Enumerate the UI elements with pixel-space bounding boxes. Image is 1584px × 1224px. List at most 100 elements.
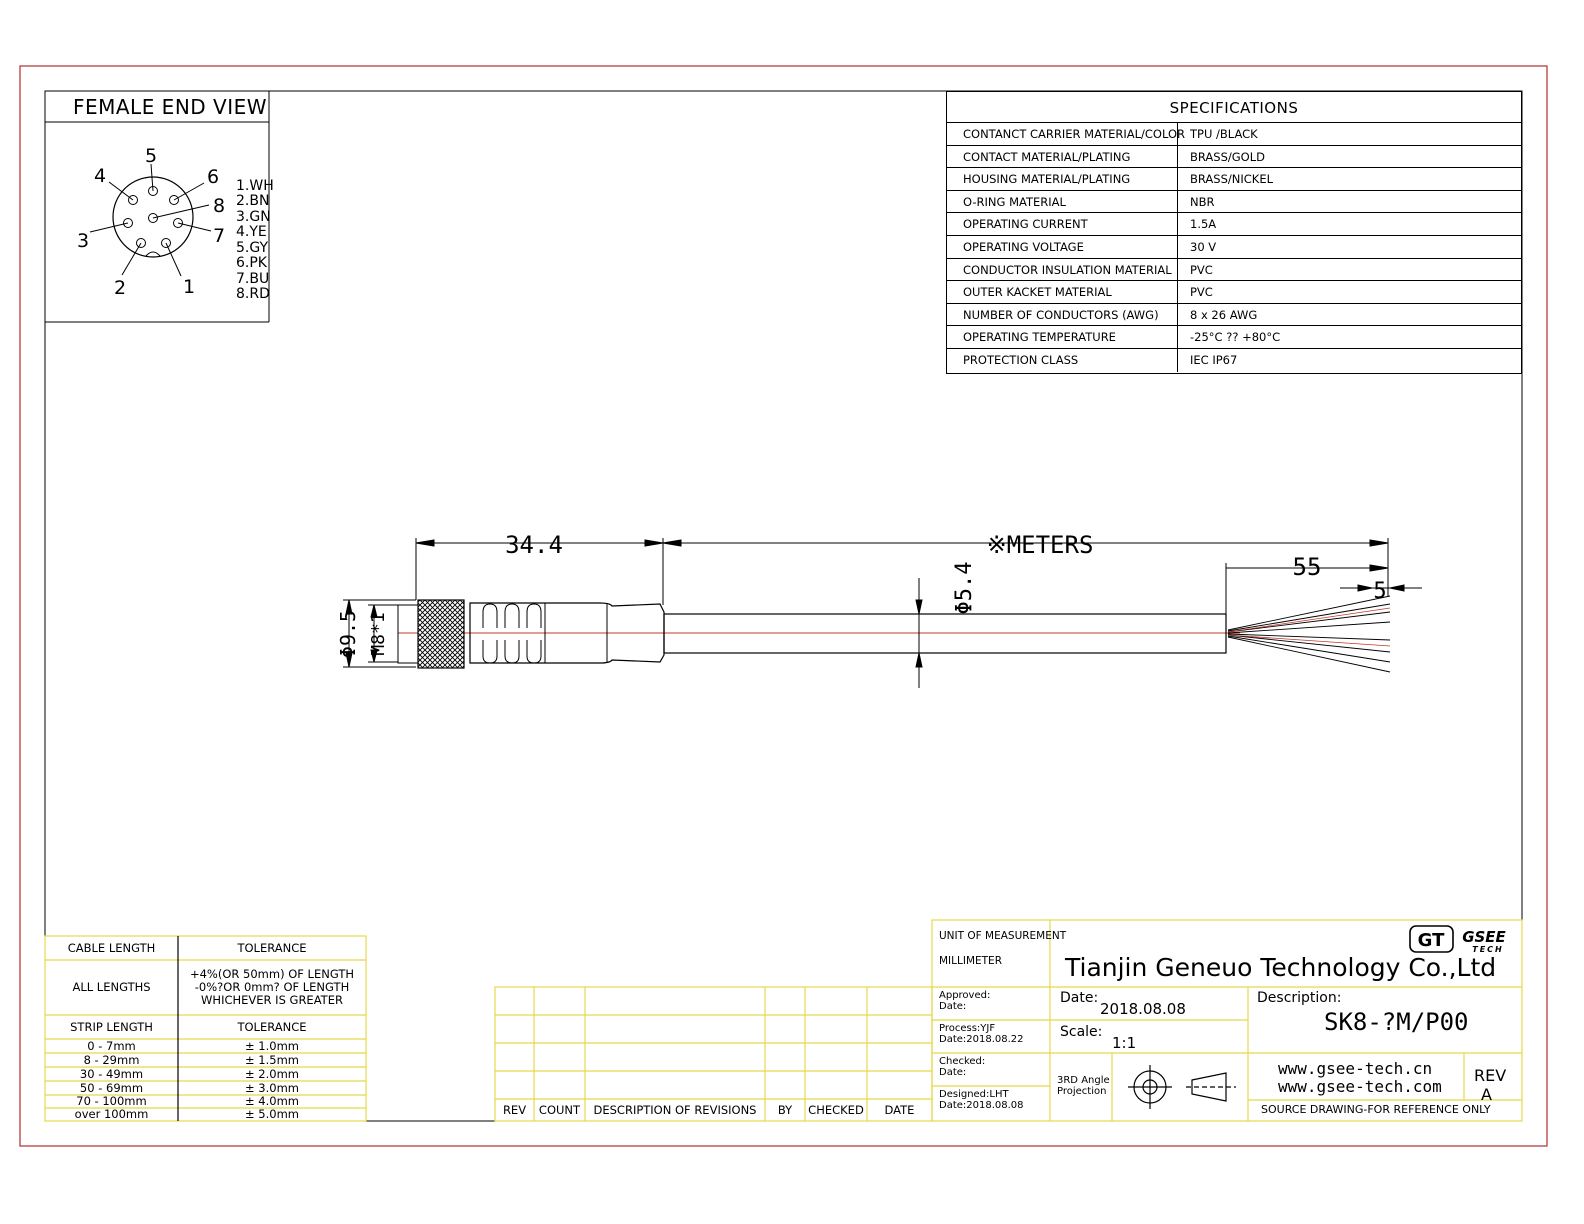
dim-connector-length: 34.4 bbox=[505, 531, 563, 559]
designed-label: Designed:LHT bbox=[939, 1089, 1009, 1100]
tolerance-table: CABLE LENGTH TOLERANCE ALL LENGTHS +4%(O… bbox=[45, 936, 366, 1121]
spec-value: TPU /BLACK bbox=[1190, 127, 1258, 141]
wire-color-3: 3.GN bbox=[236, 209, 271, 225]
wire-color-1: 1.WH bbox=[236, 178, 274, 194]
all-lengths-tol-line: +4%(OR 50mm) OF LENGTH bbox=[189, 967, 354, 981]
count-col-header: COUNT bbox=[538, 1102, 581, 1117]
rev-col-header: REV bbox=[502, 1102, 527, 1117]
rev-value: A bbox=[1481, 1085, 1492, 1104]
spec-value: -25°C ?? +80°C bbox=[1190, 330, 1281, 345]
strip-length-header: STRIP LENGTH bbox=[70, 1019, 153, 1034]
strip-tol: ± 3.0mm bbox=[245, 1080, 299, 1095]
spec-value: 8 x 26 AWG bbox=[1190, 307, 1258, 322]
process-label: Process:YJF bbox=[939, 1023, 996, 1034]
all-lengths-tol-line: WHICHEVER IS GREATER bbox=[201, 993, 343, 1007]
spec-key: OPERATING TEMPERATURE bbox=[947, 326, 1178, 348]
strip-range: 50 - 69mm bbox=[79, 1080, 144, 1095]
spec-row: CONTANCT CARRIER MATERIAL/COLOR TPU /BLAC… bbox=[947, 123, 1521, 146]
spec-value: BRASS/NICKEL bbox=[1190, 172, 1273, 187]
dim-cable-dia: Φ5.4 bbox=[952, 562, 977, 615]
date-value: 2018.08.08 bbox=[1100, 1000, 1186, 1018]
approved-date: Date: bbox=[939, 1001, 967, 1012]
spec-key: NUMBER OF CONDUCTORS (AWG) bbox=[947, 303, 1178, 326]
checked-col-header: CHECKED bbox=[808, 1102, 864, 1117]
pin-label-1: 1 bbox=[183, 276, 195, 298]
logo-name: GSEE bbox=[1462, 928, 1506, 946]
spec-row: PROTECTION CLASS IEC IP67 bbox=[947, 348, 1521, 372]
dim-cable-length: ※METERS bbox=[987, 531, 1094, 559]
spec-key: PROTECTION CLASS bbox=[947, 348, 1178, 372]
overmold-body bbox=[469, 602, 665, 664]
spec-value: IEC IP67 bbox=[1190, 352, 1238, 367]
date-label: Date: bbox=[1060, 990, 1099, 1006]
cable-drawing: 34.4 ※METERS 55 5 Φ5.4 Φ9.5 M8*1 bbox=[336, 531, 1422, 688]
wire-color-7: 7.BU bbox=[236, 271, 269, 287]
strip-range: 70 - 100mm bbox=[76, 1094, 147, 1108]
approved-label: Approved: bbox=[939, 990, 991, 1001]
spec-value: PVC bbox=[1190, 262, 1213, 277]
key-notch bbox=[145, 251, 161, 257]
pin-label-3: 3 bbox=[77, 230, 89, 252]
grip-slots bbox=[482, 603, 542, 664]
dimension-lines bbox=[343, 538, 1422, 688]
by-col-header: BY bbox=[777, 1102, 793, 1117]
description-col-header: DESCRIPTION OF REVISIONS bbox=[593, 1102, 757, 1117]
connector-face bbox=[112, 176, 194, 258]
checked-label: Checked: bbox=[939, 1056, 986, 1067]
spec-row: OPERATING TEMPERATURE -25°C ?? +80°C bbox=[947, 326, 1521, 349]
all-lengths-tol-line: -0%?OR 0mm? OF LENGTH bbox=[194, 980, 350, 994]
spec-key: CONTANCT CARRIER MATERIAL/COLOR bbox=[947, 123, 1185, 145]
revision-grid bbox=[494, 986, 933, 1122]
spec-row: NUMBER OF CONDUCTORS (AWG) 8 x 26 AWG bbox=[947, 303, 1521, 327]
spec-value: 1.5A bbox=[1190, 217, 1217, 232]
tolerance-grid bbox=[44, 935, 367, 1122]
coupling-front bbox=[397, 604, 419, 664]
wire-color-6: 6.PK bbox=[236, 255, 268, 271]
all-lengths-tolerance: +4%(OR 50mm) OF LENGTH -0%?OR 0mm? OF LE… bbox=[178, 960, 366, 1015]
pin-label-6: 6 bbox=[207, 166, 219, 188]
scale-label: Scale: bbox=[1060, 1024, 1103, 1040]
description-label: Description: bbox=[1257, 990, 1342, 1006]
logo-sub: TECH bbox=[1472, 945, 1504, 954]
strip-tol: ± 1.5mm bbox=[245, 1052, 299, 1067]
dim-thread: M8*1 bbox=[368, 612, 389, 655]
website-cn: www.gsee-tech.cn bbox=[1278, 1059, 1433, 1078]
unit-value: MILLIMETER bbox=[939, 955, 1002, 967]
strip-range: 0 - 7mm bbox=[87, 1038, 136, 1053]
designed-date: Date:2018.08.08 bbox=[939, 1100, 1024, 1111]
specifications-title: SPECIFICATIONS bbox=[947, 92, 1521, 123]
scale-value: 1:1 bbox=[1112, 1034, 1137, 1052]
title-block-grid bbox=[931, 919, 1523, 1122]
checked-date: Date: bbox=[939, 1067, 967, 1078]
projection-symbol bbox=[1128, 1065, 1236, 1109]
spec-key: OPERATING CURRENT bbox=[947, 213, 1178, 235]
pin-label-7: 7 bbox=[213, 225, 225, 247]
projection-line-2: Projection bbox=[1057, 1086, 1107, 1097]
wire-color-2: 2.BN bbox=[236, 193, 269, 209]
unit-label: UNIT OF MEASUREMENT bbox=[939, 930, 1067, 942]
tolerance-header: TOLERANCE bbox=[237, 940, 307, 955]
all-lengths-label: ALL LENGTHS bbox=[72, 980, 151, 994]
strip-range: over 100mm bbox=[74, 1107, 149, 1121]
female-end-view: FEMALE END VIEW 1 2 3 4 bbox=[45, 91, 274, 323]
projection-line-1: 3RD Angle bbox=[1057, 1075, 1110, 1086]
pin-label-2: 2 bbox=[114, 277, 126, 299]
source-note: SOURCE DRAWING-FOR REFERENCE ONLY bbox=[1261, 1103, 1491, 1116]
spec-key: OUTER KACKET MATERIAL bbox=[947, 281, 1178, 303]
cable-jacket bbox=[663, 613, 1227, 654]
date-col-header: DATE bbox=[884, 1102, 915, 1117]
pin-label-8: 8 bbox=[213, 195, 225, 217]
spec-key: CONTACT MATERIAL/PLATING bbox=[947, 145, 1178, 168]
end-view-title: FEMALE END VIEW bbox=[73, 95, 267, 119]
strip-tol: ± 2.0mm bbox=[245, 1066, 299, 1081]
knurled-nut bbox=[417, 599, 465, 669]
process-date: Date:2018.08.22 bbox=[939, 1034, 1024, 1045]
strip-tol: ± 4.0mm bbox=[245, 1094, 299, 1108]
strip-tolerance-header: TOLERANCE bbox=[237, 1019, 307, 1034]
dim-nut-dia: Φ9.5 bbox=[336, 610, 360, 658]
spec-value: 30 V bbox=[1190, 239, 1217, 254]
